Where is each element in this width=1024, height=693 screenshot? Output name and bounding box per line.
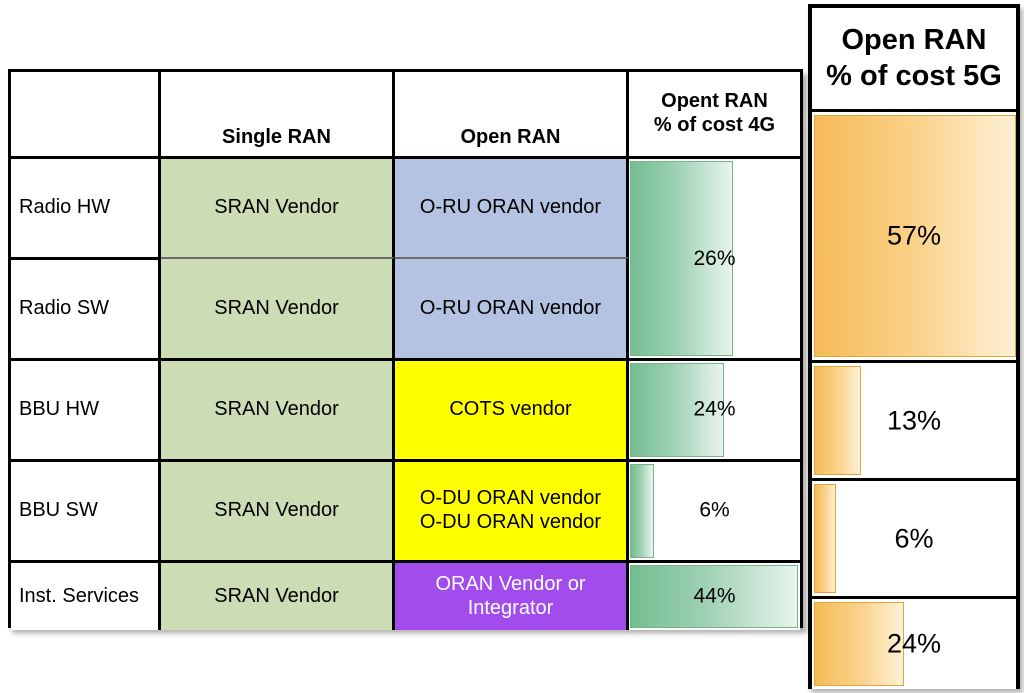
bar-row-5g-radio: 57% — [812, 112, 1016, 363]
bar-4g-fill — [630, 464, 654, 558]
header-cost-4g: Opent RAN % of cost 4G — [629, 72, 800, 156]
table-row: BBU SW SRAN Vendor O-DU ORAN vendor O-DU… — [11, 459, 800, 560]
bar-4g-value: 44% — [693, 584, 736, 608]
cell-open-ran: O-RU ORAN vendor — [395, 257, 629, 358]
bar-4g-fill — [630, 363, 725, 457]
cell-single-ran: SRAN Vendor — [161, 257, 395, 358]
open-ran-5g-panel: Open RAN % of cost 5G 57% 13% 6% 24% — [808, 4, 1020, 689]
table-row: Inst. Services SRAN Vendor ORAN Vendor o… — [11, 560, 800, 630]
bar-4g-fill — [630, 161, 733, 356]
bar-cell-4g-inst-services: 44% — [629, 560, 800, 630]
bar-5g-value: 6% — [894, 523, 934, 553]
bar-5g-fill — [814, 366, 861, 475]
bar-5g-fill — [814, 484, 837, 593]
row-label-bbu-sw: BBU SW — [11, 459, 161, 560]
cell-single-ran: SRAN Vendor — [161, 156, 395, 257]
cell-single-ran: SRAN Vendor — [161, 358, 395, 459]
header-single-ran: Single RAN — [161, 72, 395, 156]
bar-cell-4g-bbu-hw: 24% — [629, 358, 800, 459]
row-label-radio-sw: Radio SW — [11, 257, 161, 358]
cell-open-ran: COTS vendor — [395, 358, 629, 459]
cell-open-ran: ORAN Vendor or Integrator — [395, 560, 629, 630]
bar-row-5g-inst-services: 24% — [812, 599, 1016, 689]
cell-single-ran: SRAN Vendor — [161, 459, 395, 560]
bar-4g-value: 24% — [693, 397, 736, 421]
header-open-ran: Open RAN — [395, 72, 629, 156]
header-corner-cell — [11, 72, 161, 156]
bar-4g-fill — [630, 565, 798, 628]
bar-4g-value: 26% — [693, 246, 736, 270]
row-label-radio-hw: Radio HW — [11, 156, 161, 257]
cell-open-ran: O-DU ORAN vendor O-DU ORAN vendor — [395, 459, 629, 560]
panel-5g-title-line2: % of cost 5G — [826, 59, 1002, 92]
row-label-inst-services: Inst. Services — [11, 560, 161, 630]
bar-5g-value: 24% — [886, 628, 942, 659]
bar-5g-value: 57% — [886, 220, 942, 251]
bar-cell-4g-radio: 26% — [629, 156, 800, 358]
bar-row-5g-bbu-sw: 6% — [812, 481, 1016, 599]
cell-open-ran: O-RU ORAN vendor — [395, 156, 629, 257]
bar-5g-value: 13% — [886, 405, 942, 435]
table-row: BBU HW SRAN Vendor COTS vendor 24% — [11, 358, 800, 459]
ran-comparison-table: Single RAN Open RAN Opent RAN % of cost … — [8, 69, 803, 630]
table-header-row: Single RAN Open RAN Opent RAN % of cost … — [11, 72, 800, 156]
panel-5g-title-line1: Open RAN — [841, 24, 987, 57]
bar-row-5g-bbu-hw: 13% — [812, 363, 1016, 481]
row-label-bbu-hw: BBU HW — [11, 358, 161, 459]
panel-5g-title: Open RAN % of cost 5G — [812, 8, 1016, 112]
bar-5g-fill — [814, 115, 1016, 357]
bar-cell-4g-bbu-sw: 6% — [629, 459, 800, 560]
bar-5g-fill — [814, 602, 904, 686]
bar-4g-value: 6% — [699, 498, 730, 522]
cell-single-ran: SRAN Vendor — [161, 560, 395, 630]
